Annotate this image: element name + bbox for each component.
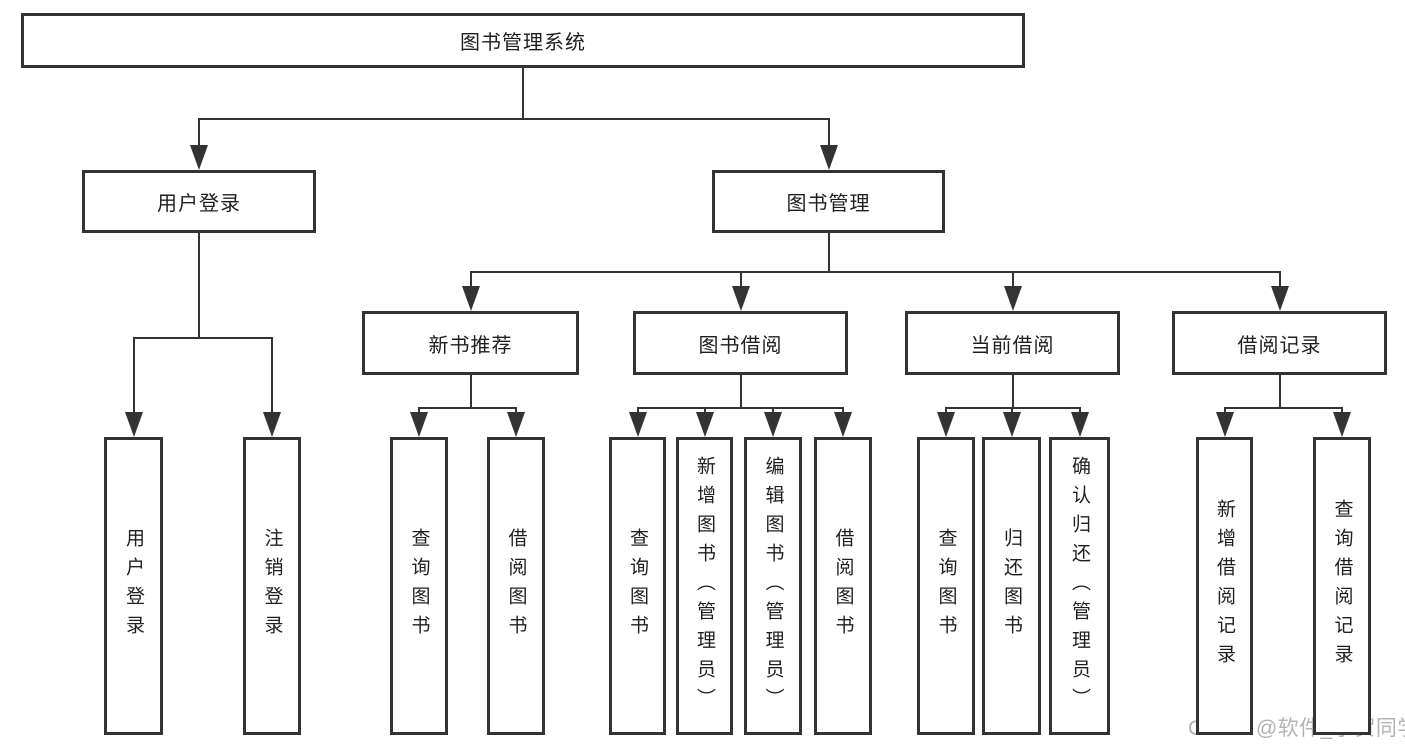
arrowhead-down-icon <box>190 145 208 170</box>
connector-child-stem <box>1278 271 1281 286</box>
connector-child-stem <box>1010 407 1013 412</box>
node-sys: 图书管理系统 <box>21 13 1025 68</box>
node-label-borrow-query: 查询图书 <box>627 528 648 644</box>
connector-child-stem <box>198 118 200 145</box>
connector-child-stem <box>827 118 830 145</box>
node-label-rec: 新书推荐 <box>428 334 513 357</box>
node-label-login-logout: 注销登录 <box>261 528 283 644</box>
node-label-borrow: 图书借阅 <box>698 334 783 357</box>
connector-parent-stem <box>1011 375 1014 409</box>
connector-child-stem <box>636 407 639 412</box>
connector-split-line <box>418 407 517 409</box>
connector-split-line <box>198 118 830 120</box>
connector-child-stem <box>739 271 742 286</box>
arrowhead-down-icon <box>124 412 143 437</box>
node-label-cur-confirm: 确认归还（管理员） <box>1069 455 1090 717</box>
connector-child-stem <box>772 407 774 412</box>
node-label-sys: 图书管理系统 <box>460 32 586 54</box>
arrowhead-down-icon <box>1333 412 1351 437</box>
arrowhead-down-icon <box>1215 412 1234 437</box>
node-label-current: 当前借阅 <box>970 334 1055 357</box>
node-login-logout: 注销登录 <box>243 437 301 735</box>
connector-child-stem <box>842 407 844 412</box>
connector-child-stem <box>1223 407 1226 412</box>
node-label-login: 用户登录 <box>157 193 241 215</box>
node-label-record-add: 新增借阅记录 <box>1214 499 1235 673</box>
connector-parent-stem <box>522 68 524 120</box>
connector-split-line <box>945 407 1081 409</box>
node-borrow: 图书借阅 <box>633 311 848 375</box>
node-current: 当前借阅 <box>905 311 1120 375</box>
arrowhead-down-icon <box>507 412 525 437</box>
node-cur-return: 归还图书 <box>982 437 1041 735</box>
connector-split-line <box>636 407 844 409</box>
connector-child-stem <box>1341 407 1343 412</box>
node-label-borrow-borrow: 借阅图书 <box>832 528 854 644</box>
connector-parent-stem <box>827 233 830 273</box>
connector-split-line <box>469 271 1281 273</box>
arrowhead-down-icon <box>1270 286 1289 311</box>
connector-parent-stem <box>739 375 742 409</box>
arrowhead-down-icon <box>819 145 838 170</box>
node-mgmt: 图书管理 <box>712 170 945 233</box>
connector-child-stem <box>271 337 273 412</box>
arrowhead-down-icon <box>1070 412 1089 437</box>
node-label-borrow-edit: 编辑图书（管理员） <box>762 455 784 717</box>
node-label-record-query: 查询借阅记录 <box>1331 499 1353 673</box>
connector-child-stem <box>515 407 517 412</box>
arrowhead-down-icon <box>834 412 852 437</box>
node-rec: 新书推荐 <box>362 311 579 375</box>
node-record-query: 查询借阅记录 <box>1313 437 1371 735</box>
connector-child-stem <box>1078 407 1081 412</box>
arrowhead-down-icon <box>764 412 782 437</box>
arrowhead-down-icon <box>731 286 750 311</box>
arrowhead-down-icon <box>695 412 714 437</box>
node-rec-borrow: 借阅图书 <box>487 437 545 735</box>
node-label-rec-borrow: 借阅图书 <box>505 528 527 644</box>
node-label-mgmt: 图书管理 <box>786 193 871 215</box>
node-borrow-add: 新增图书（管理员） <box>676 437 733 735</box>
node-login: 用户登录 <box>82 170 316 233</box>
connector-child-stem <box>132 337 135 412</box>
node-cur-confirm: 确认归还（管理员） <box>1049 437 1110 735</box>
connector-child-stem <box>469 271 472 286</box>
node-borrow-query: 查询图书 <box>609 437 666 735</box>
node-borrow-borrow: 借阅图书 <box>814 437 872 735</box>
node-label-record: 借阅记录 <box>1237 334 1322 357</box>
node-record-add: 新增借阅记录 <box>1196 437 1253 735</box>
arrowhead-down-icon <box>410 412 428 437</box>
node-login-user: 用户登录 <box>104 437 163 735</box>
connector-child-stem <box>418 407 420 412</box>
connector-split-line <box>132 337 273 339</box>
node-label-borrow-add: 新增图书（管理员） <box>694 455 715 717</box>
arrowhead-down-icon <box>937 412 955 437</box>
node-borrow-edit: 编辑图书（管理员） <box>744 437 802 735</box>
node-label-rec-query: 查询图书 <box>408 528 430 644</box>
connector-parent-stem <box>469 375 472 409</box>
connector-child-stem <box>703 407 706 412</box>
connector-parent-stem <box>198 233 200 339</box>
connector-child-stem <box>1011 271 1014 286</box>
node-label-cur-query: 查询图书 <box>935 528 957 644</box>
arrowhead-down-icon <box>461 286 480 311</box>
connector-split-line <box>1223 407 1343 409</box>
arrowhead-down-icon <box>1003 286 1022 311</box>
node-label-login-user: 用户登录 <box>123 528 144 644</box>
connector-child-stem <box>945 407 947 412</box>
node-cur-query: 查询图书 <box>917 437 975 735</box>
node-label-cur-return: 归还图书 <box>1001 528 1022 644</box>
node-rec-query: 查询图书 <box>390 437 448 735</box>
arrowhead-down-icon <box>628 412 647 437</box>
arrowhead-down-icon <box>263 412 281 437</box>
node-record: 借阅记录 <box>1172 311 1387 375</box>
arrowhead-down-icon <box>1002 412 1021 437</box>
connector-parent-stem <box>1278 375 1281 409</box>
